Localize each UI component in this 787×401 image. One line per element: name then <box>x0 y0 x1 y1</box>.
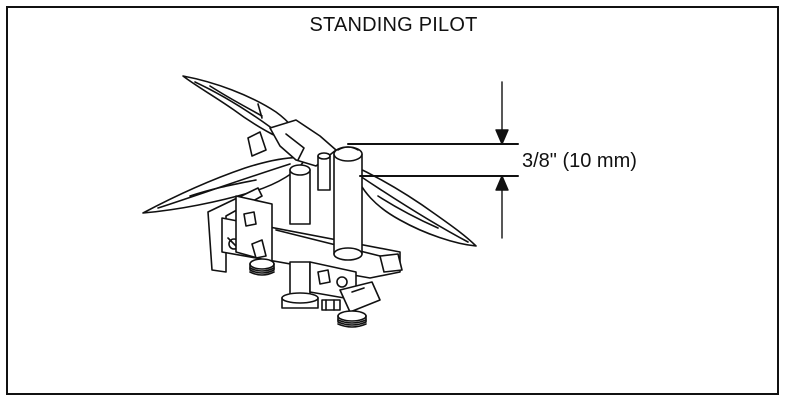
diagram-title: STANDING PILOT <box>309 14 478 36</box>
dimension-lines <box>347 143 519 177</box>
pilot-tube-center <box>281 164 319 309</box>
flame-right <box>351 164 477 247</box>
arrow-up-head <box>495 175 509 191</box>
pilot-body-right <box>309 261 381 328</box>
flame-lower-left <box>142 156 307 214</box>
thermocouple-rod <box>333 146 363 261</box>
dimension-label: 3/8" (10 mm) <box>522 150 637 172</box>
igniter-rod <box>317 152 331 191</box>
pilot-body-left <box>235 195 275 276</box>
arrow-down-head <box>495 129 509 145</box>
dimension-arrows <box>495 81 509 239</box>
